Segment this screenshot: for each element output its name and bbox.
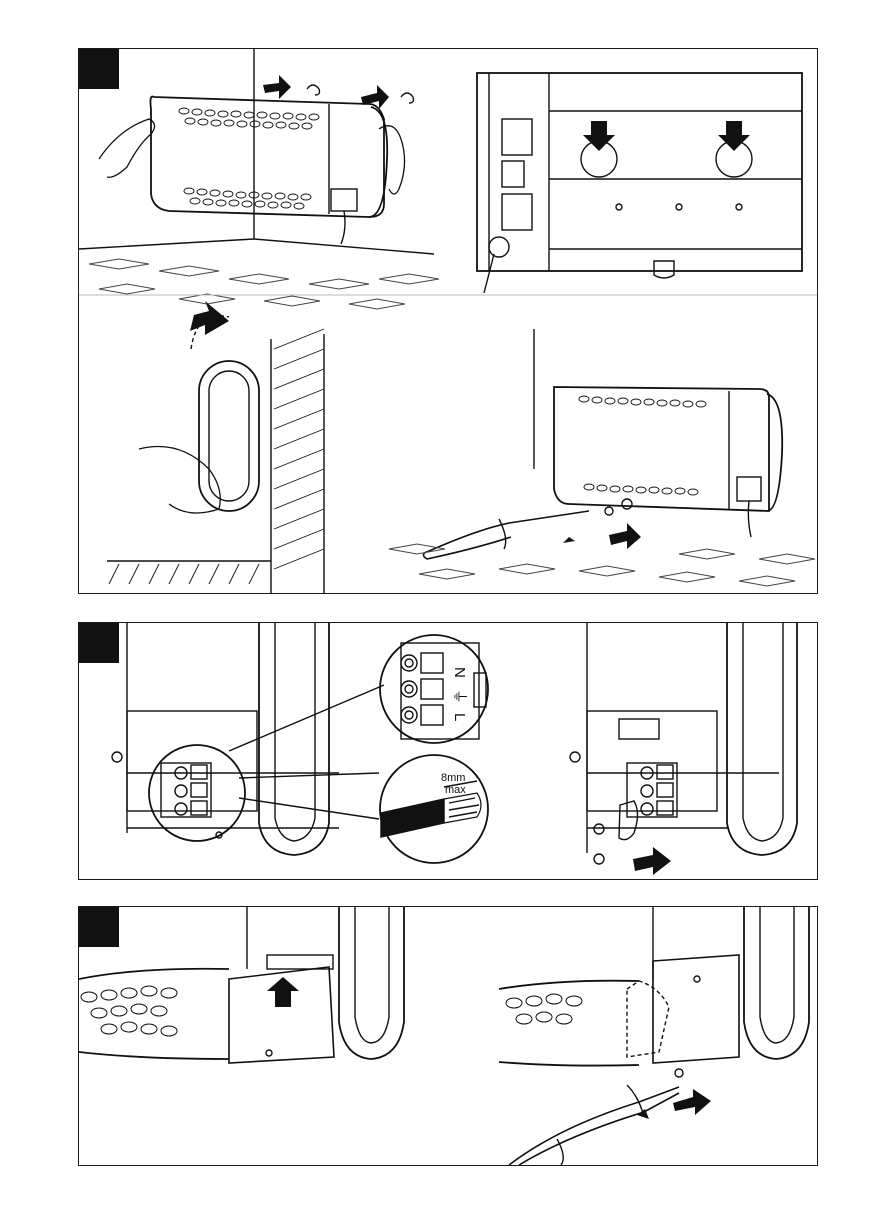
- terminal-block-right: [627, 763, 677, 817]
- terminal-label-live: L: [451, 713, 468, 721]
- terminal-block-left: [161, 763, 211, 817]
- strip-length-qualifier: max: [445, 784, 466, 796]
- cover-illustration: [79, 907, 817, 1165]
- mounting-panel: [78, 48, 818, 594]
- heater-top-left: [150, 97, 387, 245]
- cover-panel: [78, 906, 818, 1166]
- mounting-illustration: [79, 49, 817, 593]
- strip-length-value: 8mm: [441, 772, 465, 784]
- terminal-label-earth: ⏚: [451, 689, 468, 704]
- terminal-label-neutral: N: [451, 667, 468, 678]
- wiring-illustration: N ⏚ L 8mm max: [79, 623, 817, 879]
- wiring-panel: N ⏚ L 8mm max: [78, 622, 818, 880]
- heater-bottom-right: [554, 387, 782, 537]
